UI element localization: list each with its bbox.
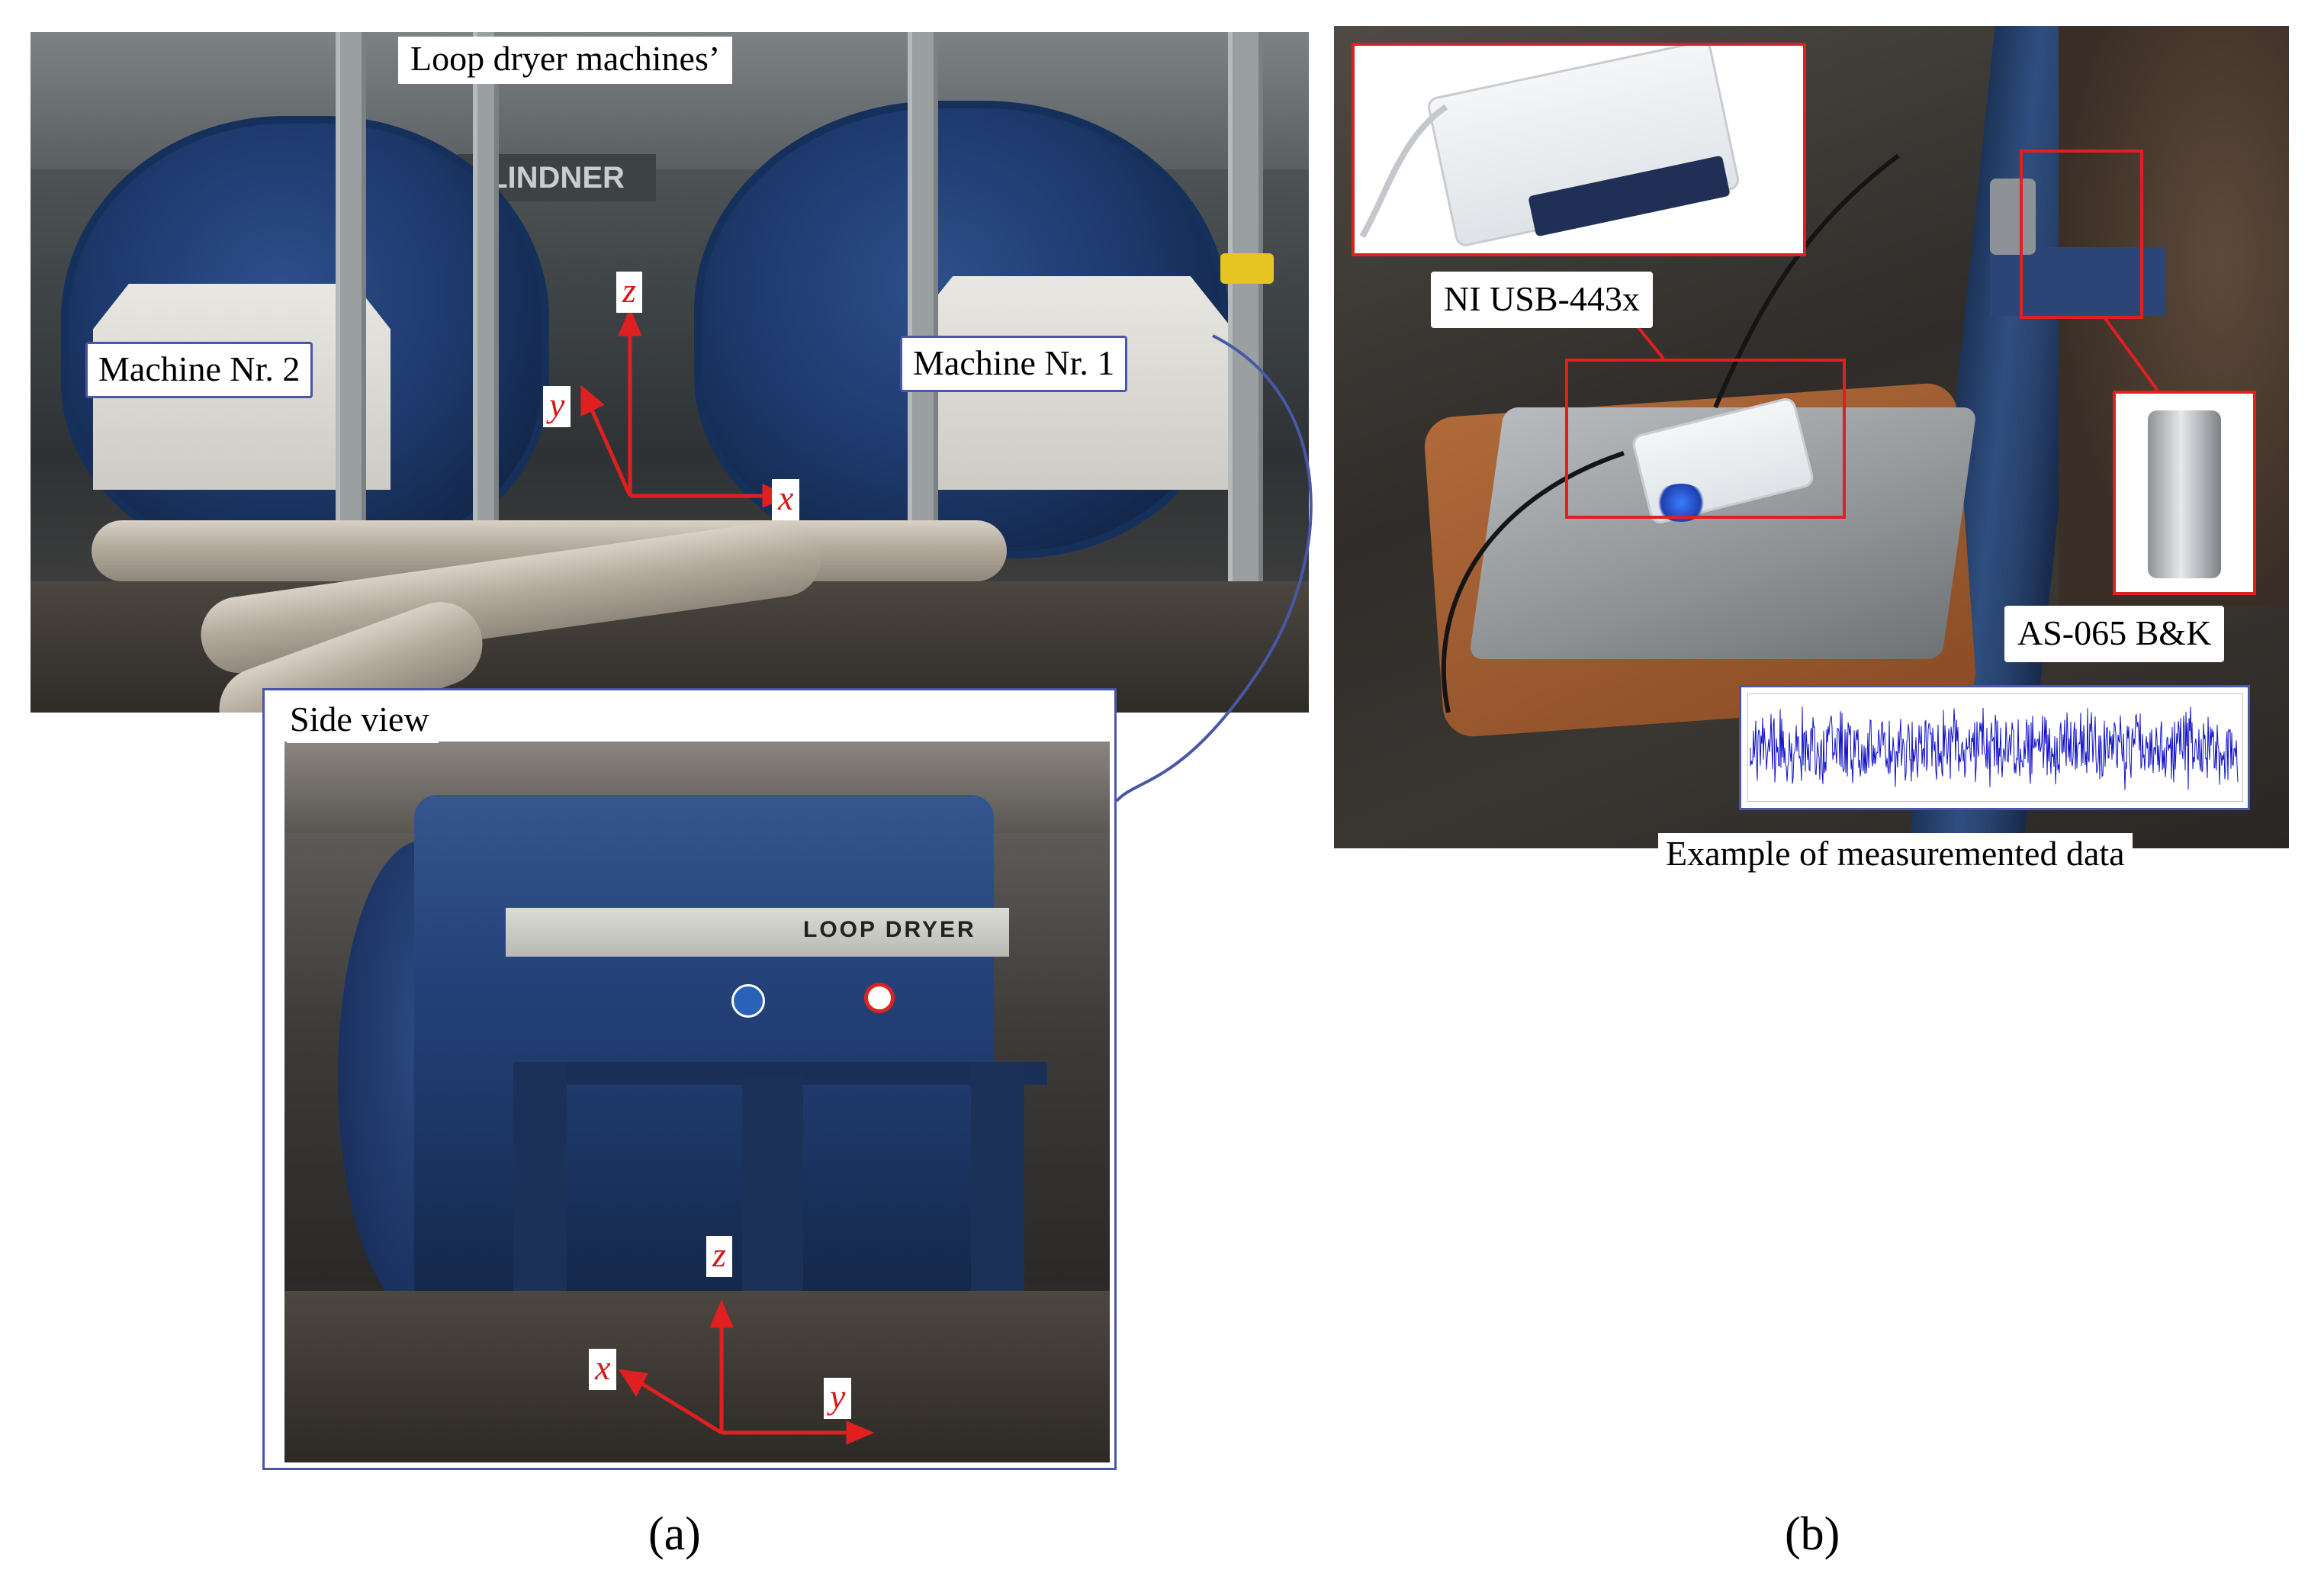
top-axis-z-label: z bbox=[616, 272, 642, 313]
side-view-photo: LOOP DRYER bbox=[284, 742, 1110, 1462]
panel-a-title: Loop dryer machines’ bbox=[398, 37, 733, 84]
callout-connector bbox=[1115, 334, 1313, 803]
panel-a-caption: (a) bbox=[648, 1508, 701, 1560]
sensor-highlight-box bbox=[2020, 150, 2143, 319]
top-axes-graphic bbox=[580, 307, 791, 508]
sensor-label: AS-065 B&K bbox=[2004, 606, 2225, 662]
side-axis-z-label: z bbox=[706, 1236, 732, 1277]
top-axis-y-label: y bbox=[543, 386, 571, 427]
top-axis-x-label: x bbox=[772, 479, 800, 520]
signal-trace bbox=[1747, 693, 2243, 802]
data-example-label: Example of measuremented data bbox=[1658, 833, 2133, 877]
signal-plot bbox=[1739, 685, 2250, 810]
side-view-drum bbox=[414, 795, 994, 1306]
side-axis-x-label: x bbox=[589, 1349, 617, 1390]
side-view-label: Side view bbox=[287, 699, 439, 743]
loop-dryer-text: LOOP DRYER bbox=[803, 917, 976, 942]
loop-dryer-band bbox=[506, 908, 1009, 957]
side-view-axes-graphic bbox=[618, 1299, 875, 1445]
signal-trace-line bbox=[1750, 706, 2239, 790]
side-axis-y-label: y bbox=[824, 1378, 852, 1419]
sensor-inset bbox=[2113, 391, 2256, 595]
daq-label: NI USB-443x bbox=[1431, 272, 1653, 328]
panel-b-caption: (b) bbox=[1785, 1508, 1840, 1560]
machine-2-label: Machine Nr. 2 bbox=[85, 342, 313, 398]
daq-highlight-box bbox=[1565, 359, 1846, 519]
machine-1-label: Machine Nr. 1 bbox=[900, 336, 1128, 392]
ni-device-inset bbox=[1352, 43, 1806, 256]
